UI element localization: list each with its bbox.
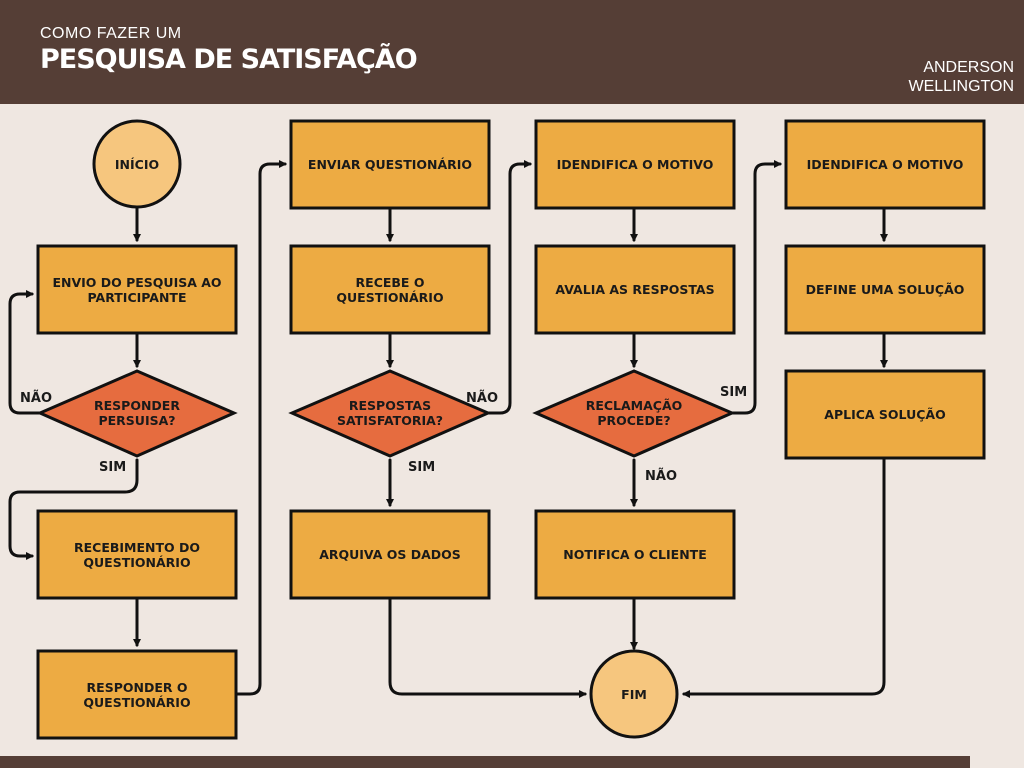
page-subtitle: COMO FAZER UM — [40, 25, 182, 42]
step-identifica-motivo-1: IDENDIFICA O MOTIVO — [556, 157, 714, 172]
process-shape-aplica — [784, 369, 986, 460]
edge-label-sim-reclamacao: SIM — [720, 385, 748, 400]
process-shape-arquiva — [289, 509, 491, 600]
author-last-name: WELLINGTON — [908, 78, 1015, 95]
step-avalia-respostas: AVALIA AS RESPOSTAS — [555, 282, 715, 297]
edge-label-nao-satisfatoria: NÃO — [466, 391, 498, 406]
edge-label-nao-responder: NÃO — [20, 391, 52, 406]
author-name: ANDERSON WELLINGTON — [909, 58, 1015, 96]
start-node: INÍCIO — [114, 156, 160, 172]
end-node: FIM — [621, 686, 647, 702]
decision-respostas-satisfatoria: RESPOSTAS SATISFATORIA? — [336, 398, 444, 428]
edge-decision-nao-identifica — [487, 160, 532, 415]
edge-decision-nao-loop — [8, 290, 42, 415]
edge-aplica-fim — [682, 457, 886, 698]
edge-arquiva-fim — [388, 596, 587, 698]
step-recebimento-questionario: RECEBIMENTO DO QUESTIONÁRIO — [73, 539, 200, 570]
decision-shape-satisfatoria — [288, 369, 492, 458]
end-node-shape — [589, 649, 679, 739]
process-shape-enviar — [289, 119, 491, 210]
step-enviar-questionario: ENVIAR QUESTIONÁRIO — [307, 157, 473, 172]
step-notifica-cliente: NOTIFICA O CLIENTE — [563, 547, 707, 562]
process-shape-responder — [36, 649, 238, 740]
decision-reclamacao-procede: RECLAMAÇÃO PROCEDE? — [585, 398, 683, 428]
process-shape-identifica1 — [534, 119, 736, 210]
process-shape-recebimento — [36, 509, 238, 600]
step-recebe-questionario: RECEBE O QUESTIONÁRIO — [336, 274, 444, 305]
header-bar: COMO FAZER UM PESQUISA DE SATISFAÇÃO AND… — [0, 0, 1024, 104]
step-arquiva-dados: ARQUIVA OS DADOS — [319, 547, 461, 562]
step-aplica-solucao: APLICA SOLUÇÃO — [824, 407, 946, 422]
edge-decision-sim — [8, 458, 139, 560]
edge-decision-sim-identifica2 — [731, 160, 782, 415]
edge-label-sim-responder: SIM — [99, 460, 127, 475]
decision-shape-responder — [36, 369, 238, 458]
step-identifica-motivo-2: IDENDIFICA O MOTIVO — [806, 157, 964, 172]
process-shape-notifica — [534, 509, 736, 600]
step-envio-pesquisa: ENVIO DO PESQUISA AO PARTICIPANTE — [52, 274, 222, 305]
edge-responder-enviar — [235, 160, 287, 696]
process-shape-envio — [36, 244, 238, 335]
step-responder-questionario: RESPONDER O QUESTIONÁRIO — [83, 679, 191, 710]
author-first-name: ANDERSON — [923, 59, 1014, 76]
process-shape-recebe — [289, 244, 491, 335]
start-node-shape — [92, 119, 182, 209]
edge-label-sim-satisfatoria: SIM — [408, 460, 436, 475]
edge-label-nao-reclamacao: NÃO — [645, 469, 677, 484]
process-shape-avalia — [534, 244, 736, 335]
footer-bar — [0, 756, 970, 768]
decision-shape-reclamacao — [532, 369, 736, 458]
page-title: PESQUISA DE SATISFAÇÃO — [40, 44, 418, 75]
step-define-solucao: DEFINE UMA SOLUÇÃO — [805, 282, 965, 297]
decision-responder-pesquisa: RESPONDER PERSUISA? — [94, 398, 180, 428]
process-shape-define — [784, 244, 986, 335]
process-shape-identifica2 — [784, 119, 986, 210]
